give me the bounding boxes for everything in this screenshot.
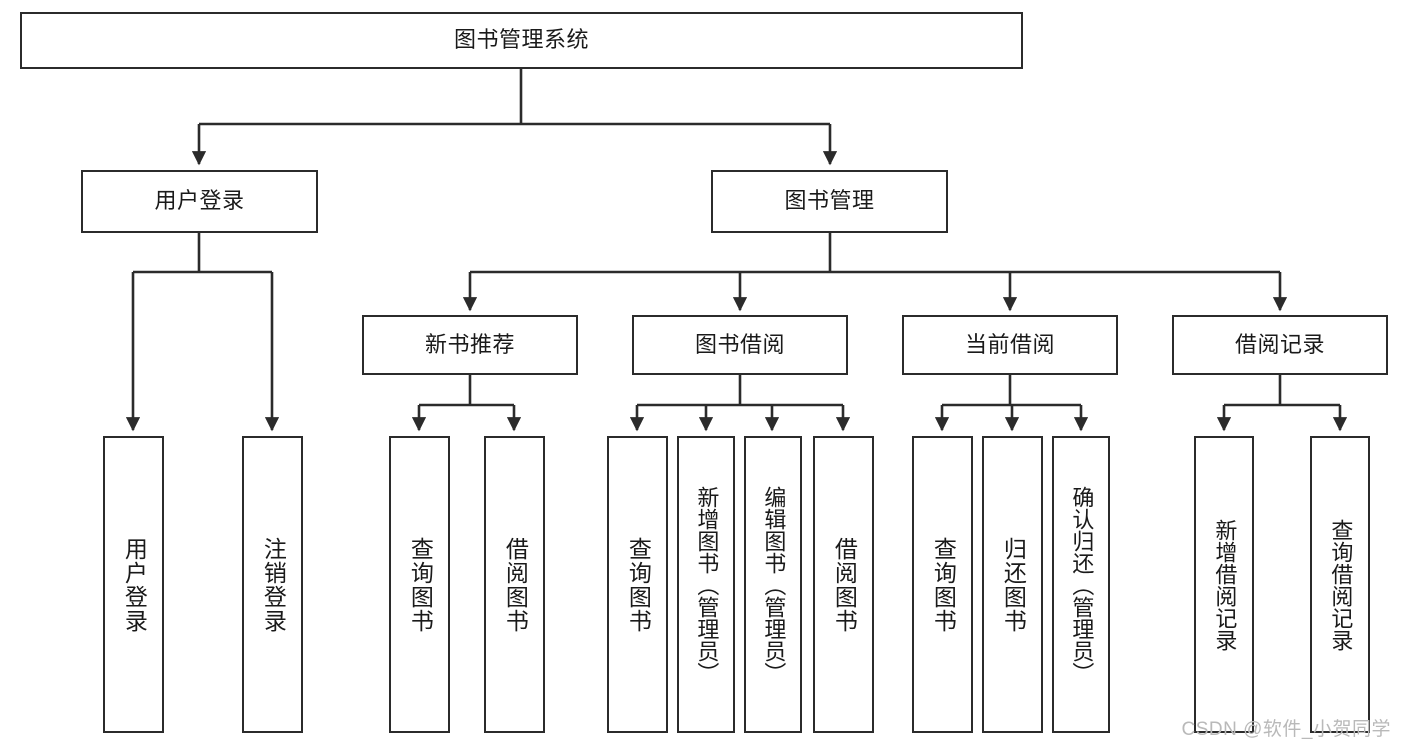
csdn-watermark: CSDN @软件_小贺同学 bbox=[1181, 719, 1391, 740]
leaf-return-books-label: 归还图书 bbox=[1000, 536, 1027, 633]
leaf-query-books-current[interactable]: 查询图书 bbox=[912, 436, 973, 733]
leaf-logout[interactable]: 注销登录 bbox=[242, 436, 303, 733]
leaf-query-borrow-record[interactable]: 查询借阅记录 bbox=[1310, 436, 1370, 733]
leaf-edit-book-admin[interactable]: 编辑图书（管理员） bbox=[744, 436, 802, 733]
node-user-login-label: 用户登录 bbox=[154, 188, 245, 214]
leaf-borrow-books-new-label: 借阅图书 bbox=[502, 536, 529, 633]
leaf-add-borrow-record-label: 新增借阅记录 bbox=[1212, 518, 1238, 651]
node-current-borrow-label: 当前借阅 bbox=[964, 331, 1055, 357]
node-user-login[interactable]: 用户登录 bbox=[81, 170, 318, 233]
node-book-borrow-label: 图书借阅 bbox=[694, 331, 785, 357]
leaf-query-borrow-record-label: 查询借阅记录 bbox=[1328, 518, 1354, 651]
leaf-return-books[interactable]: 归还图书 bbox=[982, 436, 1043, 733]
leaf-add-book-admin[interactable]: 新增图书（管理员） bbox=[677, 436, 735, 733]
node-borrow-records[interactable]: 借阅记录 bbox=[1172, 315, 1388, 375]
leaf-user-login[interactable]: 用户登录 bbox=[103, 436, 164, 733]
leaf-edit-book-admin-label: 编辑图书（管理员） bbox=[761, 485, 787, 684]
leaf-confirm-return-admin-label: 确认归还（管理员） bbox=[1069, 485, 1095, 684]
leaf-query-books-new-label: 查询图书 bbox=[407, 536, 434, 633]
leaf-logout-label: 注销登录 bbox=[260, 536, 287, 633]
node-new-book-recommend-label: 新书推荐 bbox=[424, 331, 515, 357]
node-new-book-recommend[interactable]: 新书推荐 bbox=[362, 315, 578, 375]
leaf-add-borrow-record[interactable]: 新增借阅记录 bbox=[1194, 436, 1254, 733]
node-book-management[interactable]: 图书管理 bbox=[711, 170, 948, 233]
node-book-borrow[interactable]: 图书借阅 bbox=[632, 315, 848, 375]
leaf-borrow-books[interactable]: 借阅图书 bbox=[813, 436, 874, 733]
node-current-borrow[interactable]: 当前借阅 bbox=[902, 315, 1118, 375]
leaf-query-books-new[interactable]: 查询图书 bbox=[389, 436, 450, 733]
leaf-query-books-borrow[interactable]: 查询图书 bbox=[607, 436, 668, 733]
node-book-management-label: 图书管理 bbox=[784, 188, 875, 214]
node-root[interactable]: 图书管理系统 bbox=[20, 12, 1023, 69]
leaf-query-books-current-label: 查询图书 bbox=[930, 536, 957, 633]
leaf-add-book-admin-label: 新增图书（管理员） bbox=[694, 485, 720, 684]
leaf-user-login-label: 用户登录 bbox=[121, 536, 148, 633]
node-root-label: 图书管理系统 bbox=[453, 27, 589, 53]
leaf-query-books-borrow-label: 查询图书 bbox=[625, 536, 652, 633]
leaf-borrow-books-new[interactable]: 借阅图书 bbox=[484, 436, 545, 733]
leaf-confirm-return-admin[interactable]: 确认归还（管理员） bbox=[1052, 436, 1110, 733]
leaf-borrow-books-label: 借阅图书 bbox=[831, 536, 858, 633]
node-borrow-records-label: 借阅记录 bbox=[1234, 331, 1325, 357]
